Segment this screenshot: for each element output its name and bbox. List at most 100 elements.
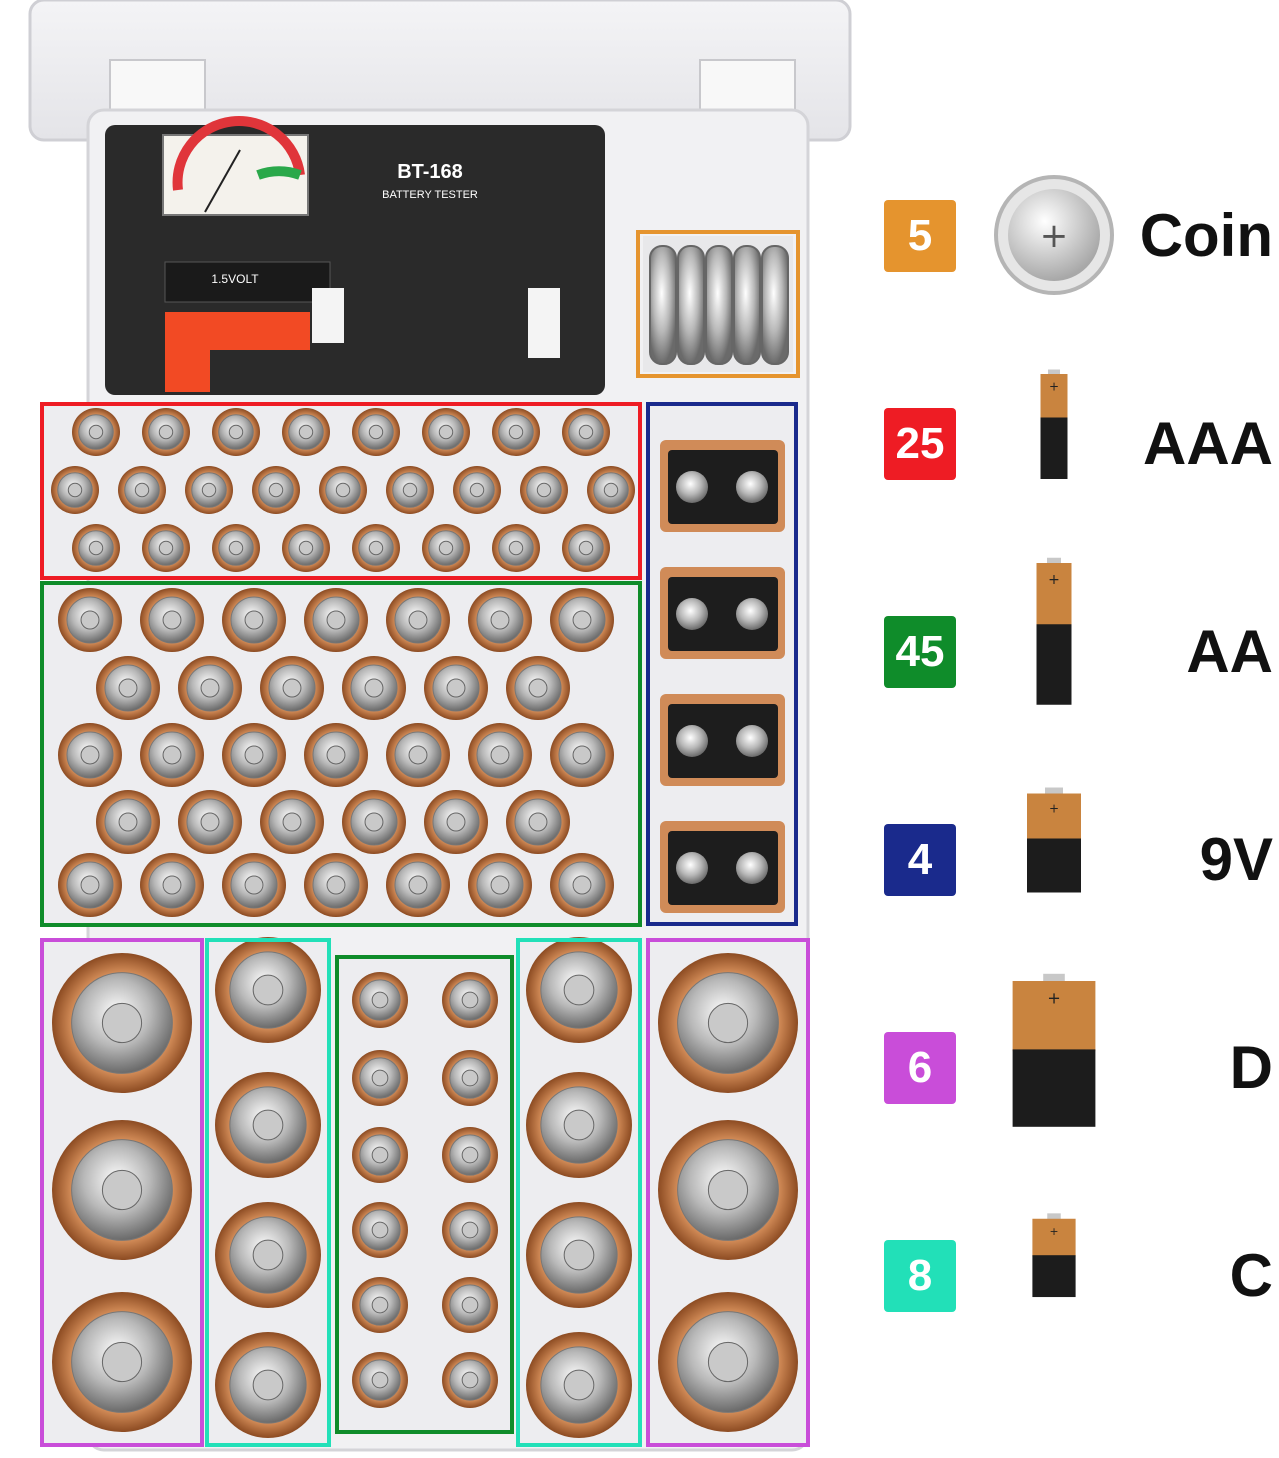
aaa-battery xyxy=(252,466,300,514)
aaa-battery xyxy=(422,524,470,572)
legend-row-9v: 4 + 9V xyxy=(884,787,1279,904)
coin-compartment xyxy=(636,230,800,378)
c-battery xyxy=(526,1332,632,1438)
c-battery xyxy=(215,1072,321,1178)
type-label-c: C xyxy=(1229,1242,1273,1309)
d-battery xyxy=(52,1120,192,1260)
aa-battery xyxy=(442,1050,498,1106)
count-badge-aa: 45 xyxy=(884,616,956,688)
aa-battery xyxy=(352,1202,408,1258)
aaa-battery xyxy=(520,466,568,514)
lid-clip-left xyxy=(109,59,206,116)
battery-organizer-case: BT-168 BATTERY TESTER 1.5VOLT xyxy=(28,0,852,1452)
d-battery xyxy=(658,953,798,1093)
aaa-battery xyxy=(587,466,635,514)
coin-battery xyxy=(649,245,677,365)
aaa-battery xyxy=(72,408,120,456)
tester-subtitle: BATTERY TESTER xyxy=(382,189,478,201)
tester-slot xyxy=(164,261,331,303)
type-label-d: D xyxy=(1229,1034,1273,1101)
legend-row-c: 8 + C xyxy=(884,1213,1279,1320)
aa-battery xyxy=(140,588,204,652)
aa-battery xyxy=(386,723,450,787)
c-compartment-right xyxy=(516,937,642,1447)
tester-red-slider xyxy=(165,312,310,392)
aa-battery xyxy=(222,853,286,917)
aa-battery xyxy=(342,790,406,854)
aa-battery xyxy=(468,588,532,652)
c-battery xyxy=(526,1202,632,1308)
aa-battery xyxy=(550,853,614,917)
aa-battery xyxy=(442,1352,498,1408)
aa-battery xyxy=(468,853,532,917)
aaa-battery xyxy=(142,524,190,572)
aa-battery xyxy=(442,1127,498,1183)
coin-battery xyxy=(761,245,789,365)
aaa-battery-icon: + xyxy=(1040,369,1068,479)
aa-battery xyxy=(342,656,406,720)
9v-battery xyxy=(660,694,785,786)
c-compartment-left xyxy=(205,937,331,1447)
count-badge-d: 6 xyxy=(884,1032,956,1104)
aa-battery xyxy=(506,790,570,854)
type-label-aaa: AAA xyxy=(1143,410,1273,477)
lid-clip-right xyxy=(699,59,796,116)
9v-battery xyxy=(660,567,785,659)
aa-compartment xyxy=(40,581,642,927)
c-battery xyxy=(215,937,321,1043)
d-battery xyxy=(52,1292,192,1432)
aa-compartment-bottom xyxy=(335,955,514,1434)
aaa-battery xyxy=(562,524,610,572)
aaa-battery xyxy=(352,408,400,456)
aa-battery xyxy=(550,723,614,787)
aa-battery xyxy=(352,972,408,1028)
9v-battery xyxy=(660,440,785,532)
svg-text:+: + xyxy=(1040,216,1069,256)
aa-battery xyxy=(140,853,204,917)
aaa-battery xyxy=(352,524,400,572)
tester-model: BT-168 xyxy=(397,161,463,183)
aa-battery xyxy=(178,790,242,854)
aa-battery xyxy=(260,790,324,854)
d-compartment-left xyxy=(40,938,204,1447)
aa-battery xyxy=(442,1277,498,1333)
aaa-battery xyxy=(72,524,120,572)
aaa-battery xyxy=(118,466,166,514)
c-battery xyxy=(215,1332,321,1438)
count-badge-9v: 4 xyxy=(884,824,956,896)
aaa-battery xyxy=(51,466,99,514)
d-battery xyxy=(52,953,192,1093)
aa-battery xyxy=(58,853,122,917)
aa-battery xyxy=(140,723,204,787)
aa-battery xyxy=(442,1202,498,1258)
coin-battery-icon: + xyxy=(994,175,1114,295)
aa-battery xyxy=(424,656,488,720)
legend-row-aaa: 25 + AAA xyxy=(884,369,1279,488)
aaa-battery xyxy=(453,466,501,514)
aaa-battery xyxy=(282,408,330,456)
aa-battery xyxy=(58,588,122,652)
type-label-aa: AA xyxy=(1186,618,1273,685)
aa-battery xyxy=(352,1277,408,1333)
aaa-battery xyxy=(212,408,260,456)
aa-battery xyxy=(222,588,286,652)
aaa-battery xyxy=(142,408,190,456)
aaa-battery xyxy=(386,466,434,514)
coin-battery xyxy=(705,245,733,365)
aa-battery xyxy=(352,1127,408,1183)
count-badge-c: 8 xyxy=(884,1240,956,1312)
d-compartment-right xyxy=(646,938,810,1447)
aaa-battery xyxy=(492,408,540,456)
aaa-battery xyxy=(422,408,470,456)
legend-row-d: 6 + D xyxy=(884,973,1279,1127)
count-badge-coin: 5 xyxy=(884,200,956,272)
c-battery xyxy=(215,1202,321,1308)
aa-battery xyxy=(386,853,450,917)
aa-battery xyxy=(178,656,242,720)
aa-battery xyxy=(58,723,122,787)
aa-battery xyxy=(304,723,368,787)
c-battery xyxy=(526,937,632,1043)
aa-battery xyxy=(260,656,324,720)
d-battery xyxy=(658,1292,798,1432)
svg-text:+: + xyxy=(1047,989,1061,1008)
